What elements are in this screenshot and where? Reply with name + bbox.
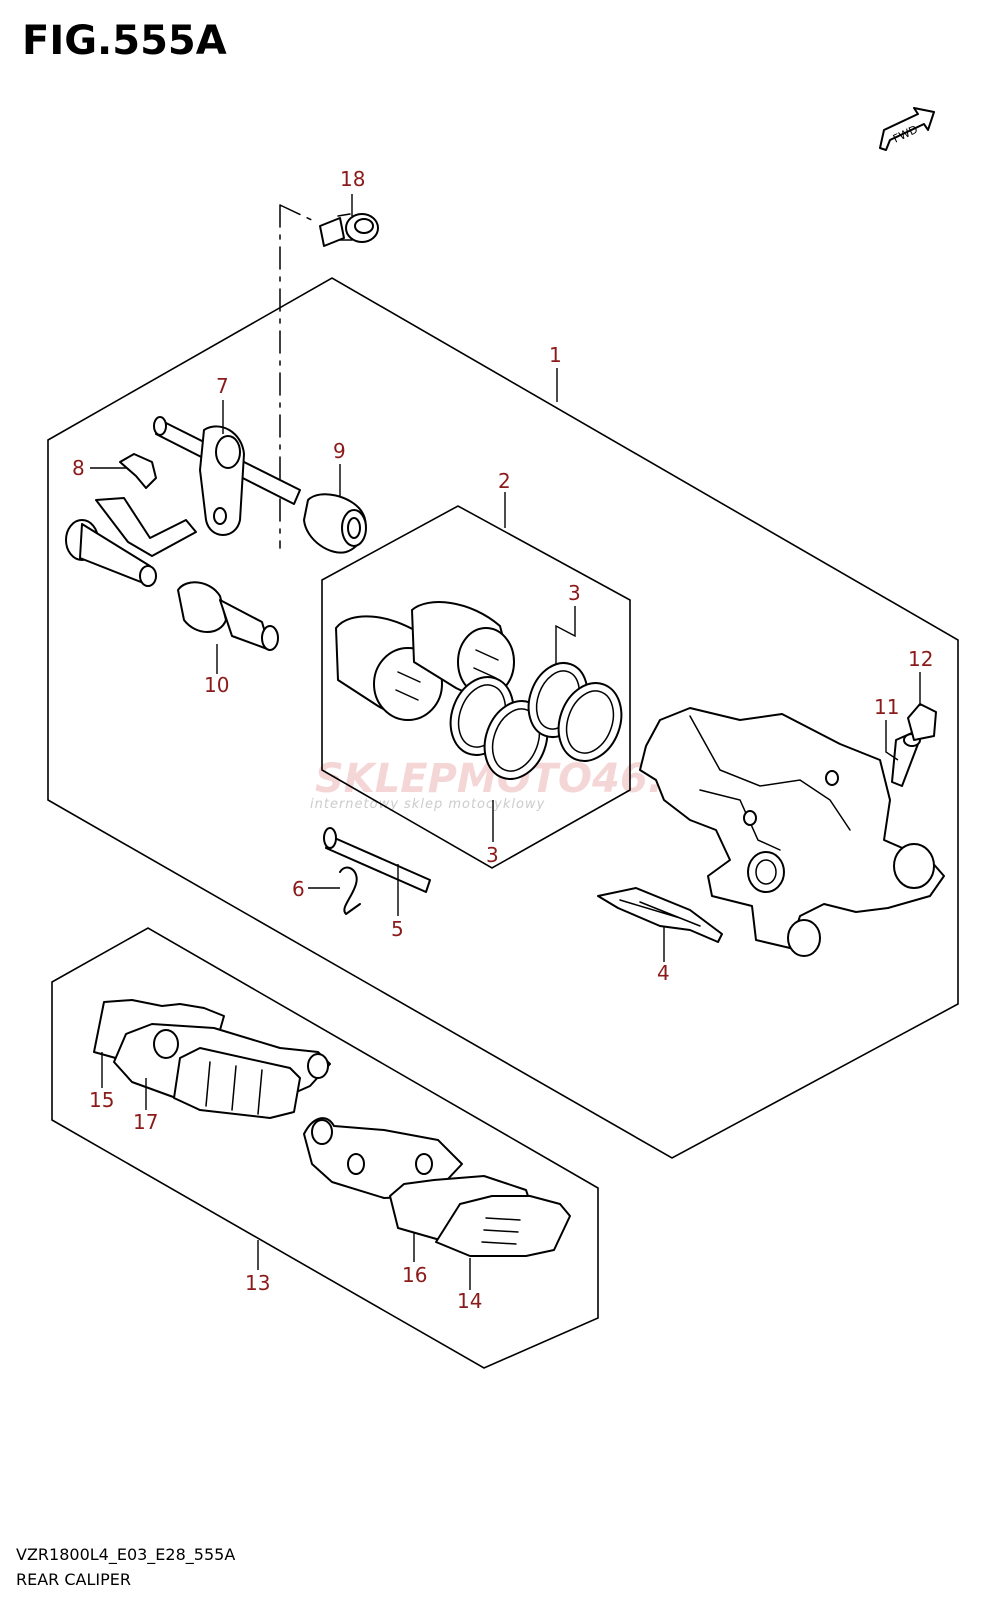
clip-8 — [119, 453, 157, 489]
bleeder-11 — [891, 731, 921, 787]
callout-8: 8 — [72, 456, 85, 480]
callout-12: 12 — [908, 647, 933, 671]
callout-6: 6 — [292, 877, 305, 901]
caliper-assembly-frame — [47, 277, 959, 1159]
piston-set-frame — [321, 505, 631, 869]
pad-set-frame — [51, 927, 599, 1369]
model-code: VZR1800L4_E03_E28_555A — [16, 1545, 236, 1564]
bolt-18 — [319, 213, 379, 247]
pad-pin-5 — [323, 827, 431, 893]
callout-18: 18 — [340, 167, 365, 191]
callout-2: 2 — [498, 469, 511, 493]
callout-5: 5 — [391, 917, 404, 941]
callout-9: 9 — [333, 439, 346, 463]
pistons-2 — [335, 601, 515, 721]
seals-3 — [449, 662, 623, 780]
cap-12 — [907, 703, 937, 741]
caliper-body — [639, 707, 945, 957]
slide-pin-bracket-7 — [65, 416, 301, 587]
callout-17: 17 — [133, 1110, 158, 1134]
pad-spring-4 — [597, 887, 723, 943]
callout-1: 1 — [549, 343, 562, 367]
pad-set-upper — [93, 999, 331, 1119]
callout-4: 4 — [657, 961, 670, 985]
callout-15: 15 — [89, 1088, 114, 1112]
figure-name: REAR CALIPER — [16, 1570, 131, 1589]
callout-16: 16 — [402, 1263, 427, 1287]
fwd-arrow-icon: FWD — [879, 107, 935, 151]
boot-9 — [303, 493, 367, 554]
callout-7: 7 — [216, 374, 229, 398]
callout-13: 13 — [245, 1271, 270, 1295]
callout-10: 10 — [204, 673, 229, 697]
callout-14: 14 — [457, 1289, 482, 1313]
callout-11: 11 — [874, 695, 899, 719]
callout-3b: 3 — [486, 843, 499, 867]
callout-3a: 3 — [568, 581, 581, 605]
boot-pin-10 — [177, 581, 279, 651]
watermark-subtext: internetowy sklep motocyklowy — [310, 797, 545, 812]
pad-set-lower — [303, 1117, 571, 1257]
pin-clip-6 — [339, 866, 361, 915]
figure-title: FIG.555A — [22, 18, 227, 64]
leader-lines — [90, 194, 921, 1290]
